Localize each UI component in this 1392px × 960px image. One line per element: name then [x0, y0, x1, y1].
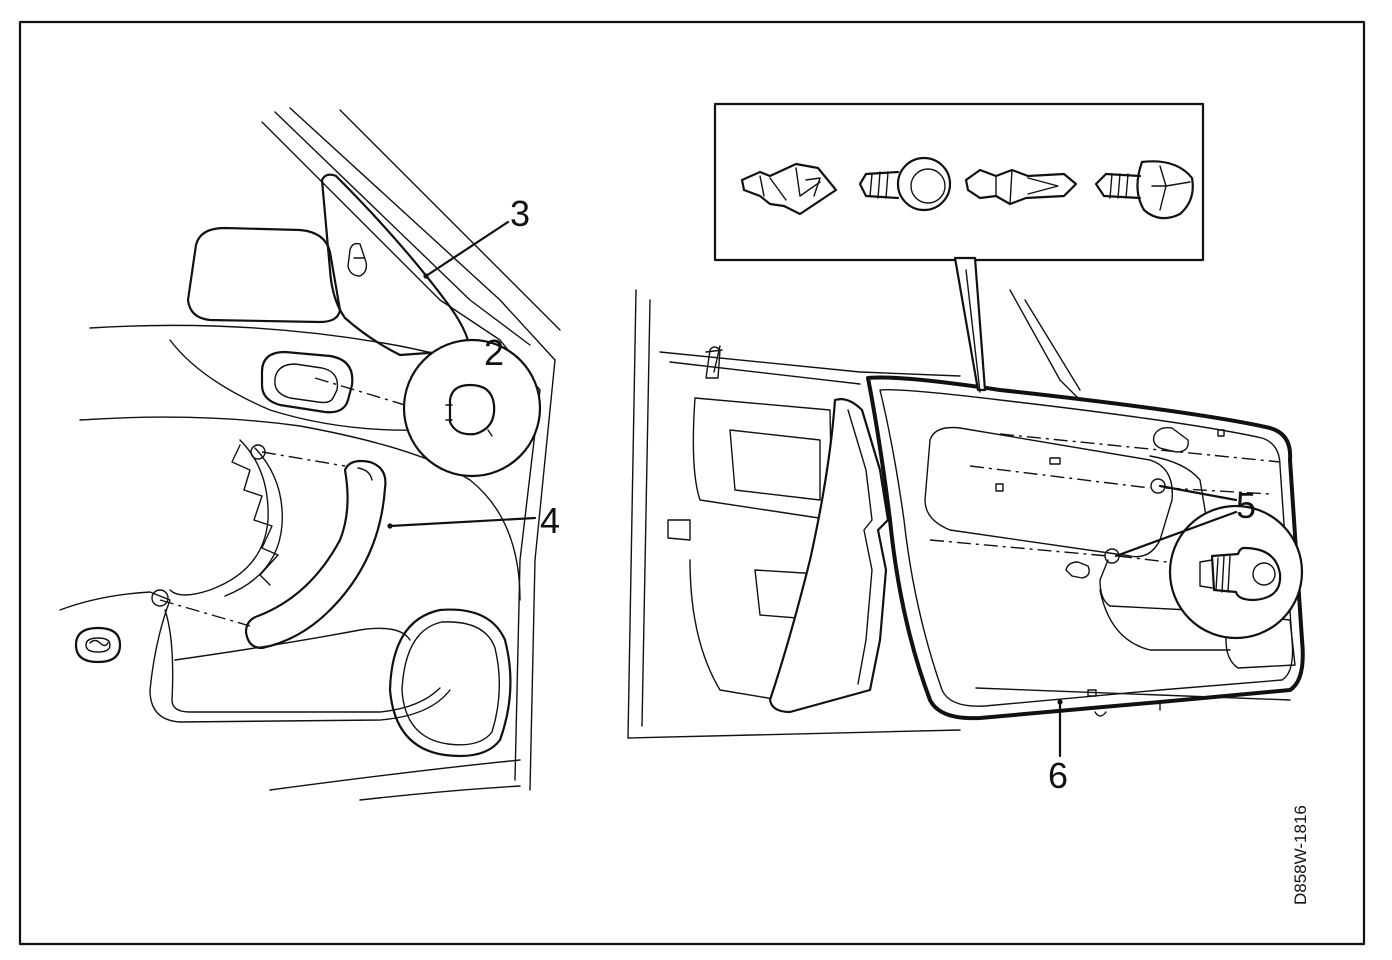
vapour-barrier-sheet [768, 398, 890, 714]
leader-5a [1158, 484, 1238, 502]
callout-2: 2 [484, 332, 504, 373]
interior-door-handle [260, 350, 354, 414]
side-mirror [186, 226, 342, 324]
leader-4 [388, 516, 537, 528]
bolt-clip-icon [1094, 160, 1194, 220]
trim-fixing-bolt-icon [1199, 546, 1282, 602]
handle-bezel-detail-circle [402, 338, 542, 478]
leader-3 [424, 220, 510, 278]
figure-code: D858W-1816 [1291, 805, 1310, 905]
callout-5: 5 [1236, 485, 1256, 526]
armrest-grab-handle [244, 459, 387, 650]
expanding-rivet-icon [964, 168, 1078, 206]
callout-4: 4 [540, 500, 560, 541]
leader-lines [387, 220, 1238, 758]
push-clip-icon [740, 162, 838, 216]
right-door-view [627, 102, 1305, 739]
inset-pointer [953, 256, 987, 392]
screw-clip-icon [858, 156, 952, 212]
mirror-trim-cover [320, 173, 472, 357]
bolt-detail-circle [1168, 504, 1304, 640]
figure-border [18, 20, 1366, 946]
fastener-inset-box [713, 102, 1205, 262]
door-trim-panel [866, 375, 1305, 721]
left-door-view [59, 107, 561, 801]
door-lock-knob [74, 626, 122, 664]
leader-5b [1114, 510, 1238, 558]
callout-6: 6 [1048, 755, 1068, 796]
callout-3: 3 [510, 193, 530, 234]
speaker-grille [388, 608, 512, 758]
